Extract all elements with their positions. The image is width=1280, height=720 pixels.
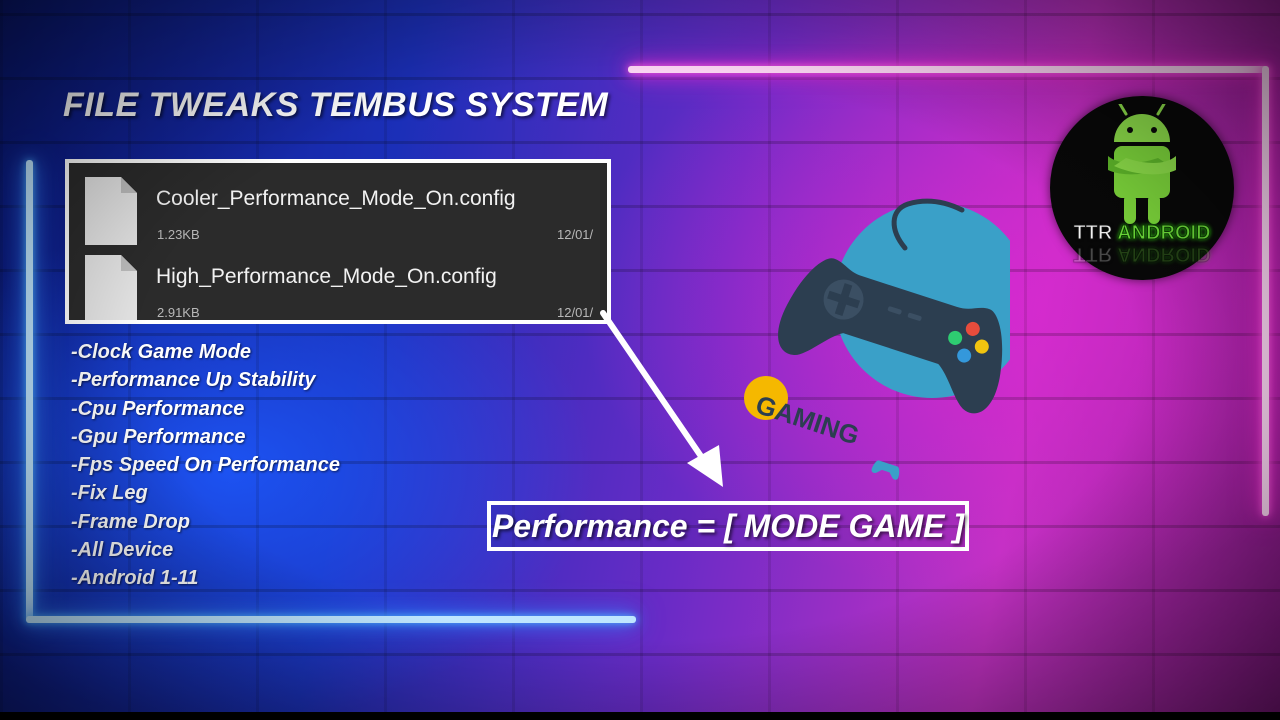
- file-date: 12/01/: [557, 305, 594, 320]
- logo-word-ttr-reflection: TTR: [1073, 243, 1113, 266]
- small-gamepad-icon: [871, 460, 900, 480]
- neon-blue-vertical-line: [26, 160, 33, 620]
- neon-pink-horizontal-line: [628, 66, 1268, 73]
- file-size: 1.23KB: [157, 227, 200, 242]
- list-item: -Fps Speed On Performance: [71, 454, 340, 477]
- file-row[interactable]: High_Performance_Mode_On.config 2.91KB 1…: [69, 247, 607, 320]
- feature-list: -Clock Game Mode -Performance Up Stabili…: [71, 338, 340, 593]
- neon-blue-horizontal-line: [26, 616, 636, 623]
- list-item: -Frame Drop: [71, 510, 190, 533]
- file-name: High_Performance_Mode_On.config: [156, 265, 497, 288]
- list-item: -All Device: [71, 539, 174, 562]
- android-robot-icon: [1108, 104, 1176, 224]
- arrow-down-right-icon: [600, 310, 723, 487]
- logo-word-android: ANDROID: [1117, 222, 1211, 245]
- list-item: -Gpu Performance: [71, 425, 246, 448]
- gaming-text: GAMING: [752, 389, 863, 451]
- list-item: -Clock Game Mode: [71, 341, 252, 363]
- page-title: FILE TWEAKS TEMBUS SYSTEM: [63, 86, 609, 124]
- list-item: -Cpu Performance: [71, 397, 245, 420]
- performance-label: Performance = [ MODE GAME ]: [491, 507, 965, 544]
- file-icon: [85, 177, 137, 245]
- file-size: 2.91KB: [157, 305, 200, 320]
- file-icon: [85, 255, 137, 320]
- file-list-panel: Cooler_Performance_Mode_On.config 1.23KB…: [65, 159, 611, 324]
- gaming-logo: GAMING: [744, 198, 1010, 480]
- file-row[interactable]: Cooler_Performance_Mode_On.config 1.23KB…: [69, 169, 607, 247]
- ttr-android-logo: TTR ANDROID TTR ANDROID: [1050, 96, 1234, 280]
- list-item: -Android 1-11: [71, 567, 199, 590]
- logo-word-ttr: TTR: [1073, 222, 1113, 245]
- logo-text-reflection: TTR ANDROID: [1050, 242, 1234, 266]
- list-item: -Performance Up Stability: [71, 369, 316, 392]
- file-date: 12/01/: [557, 227, 594, 242]
- logo-word-android-reflection: ANDROID: [1117, 243, 1211, 266]
- bottom-bar: [0, 712, 1280, 720]
- neon-pink-vertical-line: [1262, 66, 1269, 516]
- performance-mode-box: Performance = [ MODE GAME ]: [487, 501, 969, 551]
- file-name: Cooler_Performance_Mode_On.config: [156, 187, 516, 210]
- list-item: -Fix Leg: [71, 482, 148, 505]
